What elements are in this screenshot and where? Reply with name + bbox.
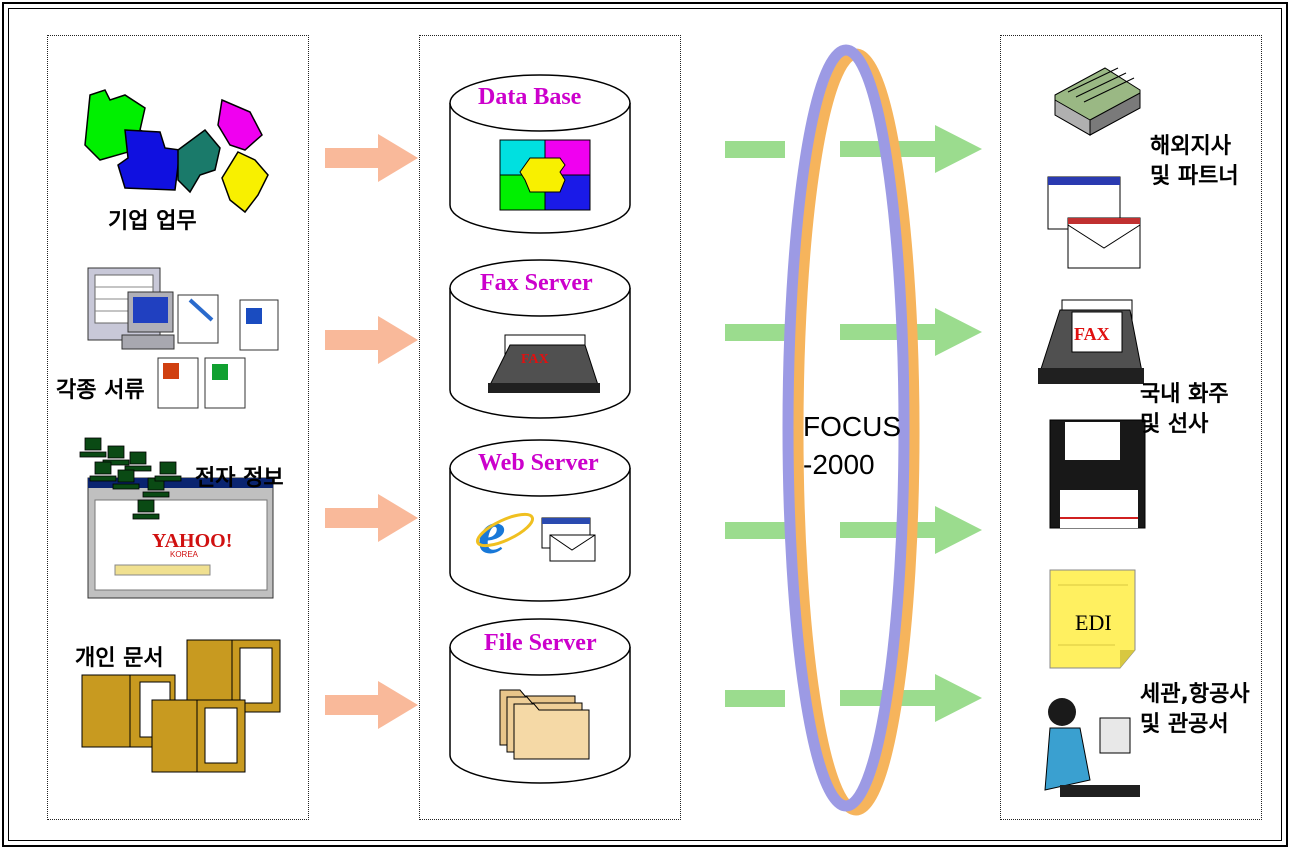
database-puzzle-icon (499, 139, 591, 211)
customs-label-1: 세관,항공사 (1140, 682, 1250, 707)
fax-destination-icon: FAX (1038, 299, 1144, 384)
office-worker-icon (1044, 698, 1140, 797)
server-rack-icon (1054, 67, 1141, 136)
focus-line1: FOCUS (803, 411, 901, 442)
servers-panel (419, 35, 681, 820)
floppy-disk-icon (1049, 419, 1146, 529)
overseas-label-2: 및 파트너 (1150, 164, 1239, 189)
ie-browser-icon: e (475, 499, 596, 567)
network-browser-icon (79, 437, 274, 599)
customs-label-2: 및 관공서 (1140, 712, 1229, 737)
focus-ellipse (782, 44, 920, 816)
corporate-label: 기업 업무 (108, 209, 197, 234)
fax-machine-icon: FAX (488, 334, 600, 393)
overseas-label-1: 해외지사 (1150, 134, 1231, 159)
database-label: Data Base (478, 84, 582, 110)
web-server-cylinder (449, 439, 631, 602)
electronic-label: 전자 정보 (195, 466, 284, 491)
computer-documents-icon (87, 267, 279, 409)
sources-panel (47, 35, 309, 820)
fax-server-label: Fax Server (480, 270, 593, 296)
svg-text:EDI: EDI (1075, 610, 1112, 635)
puzzle-icon (84, 89, 269, 214)
file-server-label: File Server (484, 630, 597, 656)
personal-label: 개인 문서 (75, 646, 164, 671)
inner-border (8, 8, 1282, 841)
yahoo-subtext: KOREA (170, 550, 199, 559)
svg-text:FAX: FAX (521, 352, 549, 367)
focus-label: FOCUS -2000 (803, 408, 901, 484)
envelopes-icon (1047, 176, 1141, 269)
input-arrows (325, 134, 418, 729)
destinations-panel (1000, 35, 1262, 820)
clipboards-icon (81, 639, 281, 773)
web-server-label: Web Server (478, 450, 599, 476)
svg-text:FAX: FAX (1074, 324, 1110, 344)
edi-note-icon: EDI (1049, 569, 1136, 669)
domestic-label-2: 및 선사 (1140, 412, 1209, 437)
domestic-label-1: 국내 화주 (1140, 382, 1229, 407)
yahoo-logo: YAHOO! (152, 530, 233, 552)
focus-line2: -2000 (803, 449, 875, 480)
folders-icon (499, 689, 590, 760)
documents-label: 각종 서류 (56, 378, 145, 403)
